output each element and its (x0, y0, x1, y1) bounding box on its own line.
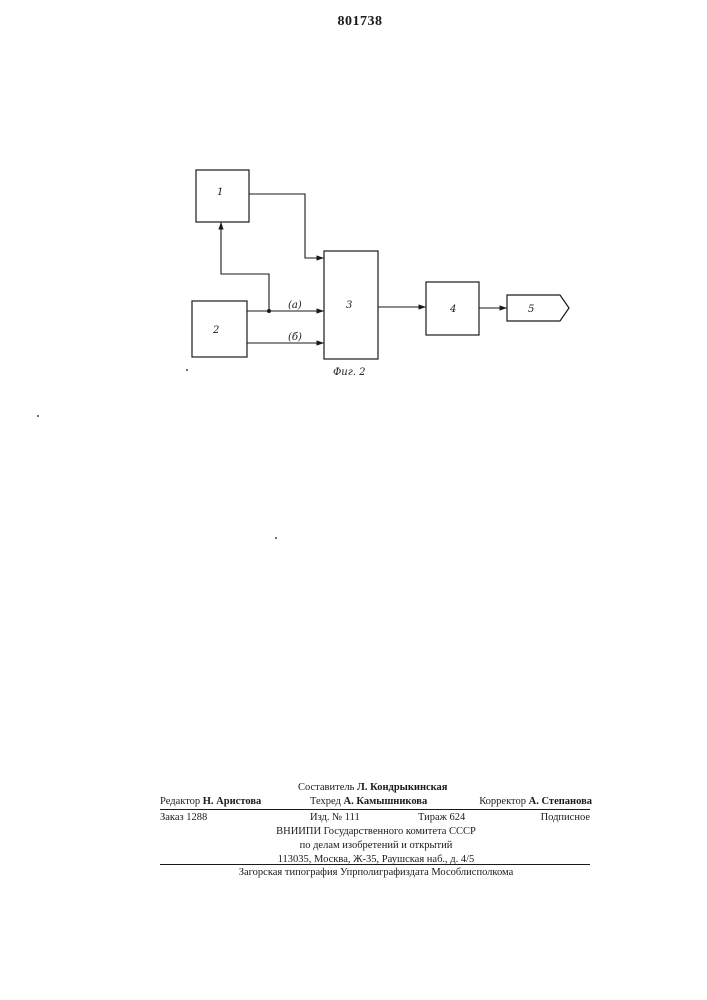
signal-label-b: (б) (288, 332, 302, 343)
order-number: Заказ 1288 (160, 810, 207, 825)
editor-label: Редактор (160, 796, 203, 807)
printer-line-container: Загорская типография Упрполиграфиздата М… (160, 865, 592, 881)
scan-speck (275, 537, 277, 539)
block-2-label: 2 (212, 325, 219, 336)
corrector-label: Корректор (479, 796, 528, 807)
junction-dot (267, 309, 271, 313)
institute-line-1: ВНИИПИ Государственного комитета СССР (276, 826, 476, 837)
scan-speck (37, 415, 39, 417)
compiler-label: Составитель (298, 782, 357, 793)
compiler-line: Составитель Л. Кондрыкинская (298, 780, 448, 795)
techred-label: Техред (310, 796, 344, 807)
editor-line: Редактор Н. Аристова (160, 794, 261, 809)
block-2 (192, 301, 247, 357)
circulation: Тираж 624 (418, 810, 465, 825)
editor-name: Н. Аристова (203, 796, 261, 807)
techred-line: Техред А. Камышникова (310, 794, 427, 809)
scan-speck (186, 369, 188, 371)
block-5-output-device (507, 295, 569, 321)
block-3-label: 3 (346, 300, 352, 311)
block-5-label: 5 (528, 304, 534, 315)
corrector-line: Корректор А. Степанова (479, 794, 592, 809)
colophon-divider-top (160, 809, 590, 810)
block-1-label: 1 (217, 187, 223, 198)
figure-caption: Фиг. 2 (333, 367, 366, 378)
techred-name: А. Камышникова (344, 796, 428, 807)
connection-2-to-1 (221, 222, 269, 311)
compiler-name: Л. Кондрыкинская (357, 782, 447, 793)
signal-label-a: (a) (288, 300, 302, 311)
edition-number: Изд. № 111 (310, 810, 360, 825)
block-4-label: 4 (449, 304, 456, 315)
printer-line: Загорская типография Упрполиграфиздата М… (239, 867, 514, 878)
corrector-name: А. Степанова (529, 796, 592, 807)
subscription: Подписное (541, 810, 590, 825)
institute-line-2: по делам изобретений и открытий (300, 840, 453, 851)
connection-1-to-3 (249, 194, 324, 258)
